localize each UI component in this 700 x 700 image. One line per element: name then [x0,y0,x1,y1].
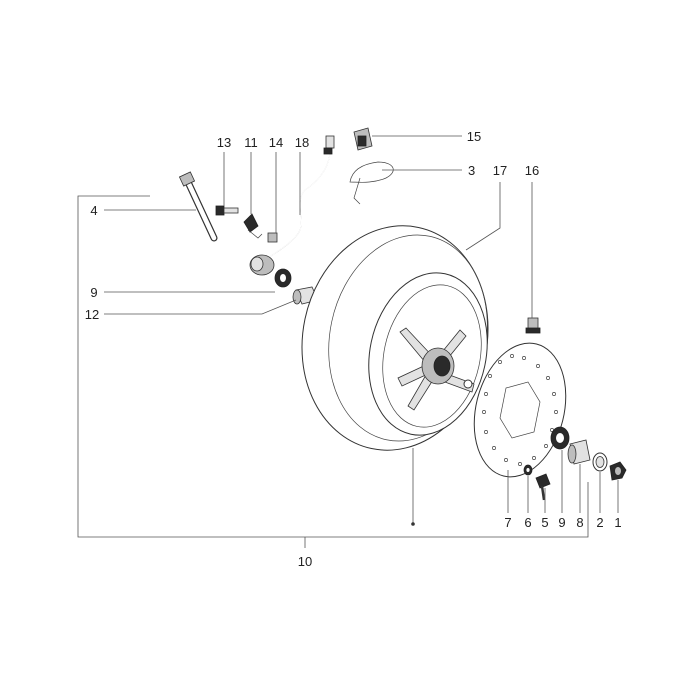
clip-part [243,213,263,239]
leader-17 [465,182,501,251]
callout-14: 14 [269,135,283,150]
axle-nut-part [609,461,627,481]
callout-15: 15 [467,129,481,144]
seal-part [592,452,608,472]
callout-4: 4 [90,203,97,218]
callout-3: 3 [468,163,475,178]
callout-9-right: 9 [558,515,565,530]
callout-6: 6 [524,515,531,530]
leader-10-dot [411,522,415,526]
brake-disc-part [473,342,567,478]
axle-part [178,171,218,242]
callout-10: 10 [298,554,312,569]
bearing-left-part [274,268,292,288]
nut-part [267,232,278,243]
callout-2: 2 [596,515,603,530]
callout-1: 1 [614,515,621,530]
washer-part [523,464,533,476]
screw-part [525,317,541,334]
speedometer-cable-part [249,135,335,276]
clamp-part [353,127,373,151]
bolt-part [215,205,239,216]
callout-16: 16 [525,163,539,178]
callout-7: 7 [504,515,511,530]
callout-18: 18 [295,135,309,150]
wheel-part [301,225,489,451]
callout-5: 5 [541,515,548,530]
callout-11: 11 [244,135,258,150]
callout-8: 8 [576,515,583,530]
assembly-bracket [77,195,589,548]
bearing-right-part [550,426,570,450]
disc-bolt-part [535,473,551,501]
leader-12 [104,299,297,315]
callout-17: 17 [493,163,507,178]
callout-9-left: 9 [90,285,97,300]
spacer-part [567,439,591,465]
callout-12: 12 [85,307,99,322]
callout-13: 13 [217,135,231,150]
spring-clip-part [349,161,394,205]
callout-labels: 13 11 14 18 15 3 17 16 4 9 12 7 6 5 9 8 … [85,129,622,569]
